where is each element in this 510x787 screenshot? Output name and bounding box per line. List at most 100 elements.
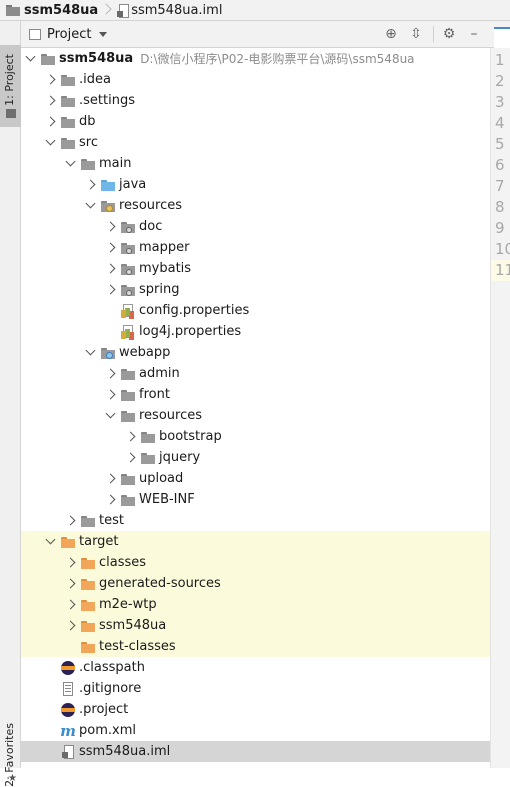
tree-item[interactable]: webapp [21, 342, 490, 363]
chevron-right-icon[interactable] [44, 111, 60, 132]
star-icon: ★ [8, 773, 17, 784]
chevron-right-icon[interactable] [64, 573, 80, 594]
tree-item[interactable]: admin [21, 363, 490, 384]
tree-item[interactable]: WEB-INF [21, 489, 490, 510]
view-selector-label: Project [47, 27, 92, 42]
chevron-down-icon[interactable] [84, 342, 100, 363]
tree-item[interactable]: mapper [21, 237, 490, 258]
breadcrumb-project[interactable]: ssm548ua [0, 0, 98, 21]
tree-item[interactable]: log4j.properties [21, 321, 490, 342]
tree-item[interactable]: jquery [21, 447, 490, 468]
tree-item[interactable]: .idea [21, 69, 490, 90]
tree-item-label: ssm548ua.iml [79, 744, 171, 759]
view-selector[interactable]: Project [29, 21, 108, 48]
tree-item[interactable]: db [21, 111, 490, 132]
chevron-right-icon[interactable] [104, 384, 120, 405]
chevron-down-icon[interactable] [104, 405, 120, 426]
excluded-folder-icon [60, 534, 76, 550]
hide-panel-icon[interactable]: – [470, 26, 478, 42]
chevron-right-icon[interactable] [64, 615, 80, 636]
chevron-right-icon[interactable] [124, 426, 140, 447]
line-number: 10 [495, 240, 510, 258]
tree-spacer [64, 636, 80, 657]
chevron-down-icon[interactable] [64, 153, 80, 174]
tree-item-label: java [119, 177, 147, 192]
tree-item-label: m2e-wtp [99, 597, 157, 612]
tree-item[interactable]: .classpath [21, 657, 490, 678]
chevron-down-icon[interactable] [84, 195, 100, 216]
tree-item-label: resources [139, 408, 203, 423]
tree-item-label: main [99, 156, 132, 171]
line-number: 1 [495, 51, 505, 69]
tree-item[interactable]: m2e-wtp [21, 594, 490, 615]
tree-item[interactable]: resources [21, 195, 490, 216]
folder-icon [80, 156, 96, 172]
tree-item[interactable]: config.properties [21, 300, 490, 321]
line-number: 7 [495, 177, 505, 195]
tree-spacer [104, 300, 120, 321]
chevron-right-icon[interactable] [44, 90, 60, 111]
folder-icon [60, 114, 76, 130]
chevron-right-icon[interactable] [44, 69, 60, 90]
tree-item[interactable]: .settings [21, 90, 490, 111]
project-tool-tab[interactable] [0, 45, 21, 127]
tree-spacer [44, 678, 60, 699]
chevron-down-icon[interactable] [44, 132, 60, 153]
tree-item[interactable]: test-classes [21, 636, 490, 657]
tree-item[interactable]: ssm548ua.iml [21, 741, 490, 762]
tree-item[interactable]: resources [21, 405, 490, 426]
gear-icon[interactable]: ⚙ [442, 26, 456, 42]
chevron-right-icon[interactable] [104, 216, 120, 237]
tree-item[interactable]: .gitignore [21, 678, 490, 699]
tree-item[interactable]: classes [21, 552, 490, 573]
tree-item-label: .idea [79, 72, 111, 87]
tree-item[interactable]: doc [21, 216, 490, 237]
chevron-right-icon[interactable] [104, 489, 120, 510]
tree-item[interactable]: main [21, 153, 490, 174]
editor-tab[interactable] [494, 27, 510, 48]
package-badge-icon [126, 247, 132, 254]
chevron-right-icon[interactable] [104, 363, 120, 384]
chevron-right-icon[interactable] [64, 510, 80, 531]
chevron-right-icon[interactable] [124, 447, 140, 468]
tree-item[interactable]: test [21, 510, 490, 531]
tree-spacer [44, 741, 60, 762]
tree-item[interactable]: upload [21, 468, 490, 489]
tree-item[interactable]: bootstrap [21, 426, 490, 447]
tree-spacer [44, 720, 60, 741]
tree-item[interactable]: front [21, 384, 490, 405]
tree-item[interactable]: mybatis [21, 258, 490, 279]
chevron-right-icon[interactable] [104, 258, 120, 279]
chevron-right-icon[interactable] [104, 468, 120, 489]
tree-item[interactable]: spring [21, 279, 490, 300]
chevron-right-icon[interactable] [64, 594, 80, 615]
chevron-down-icon[interactable] [44, 531, 60, 552]
tree-item-label: upload [139, 471, 184, 486]
chevron-down-icon[interactable] [24, 48, 40, 69]
folder-icon [40, 51, 56, 67]
chevron-right-icon[interactable] [104, 279, 120, 300]
breadcrumb-file[interactable]: ssm548ua.iml [113, 0, 222, 21]
collapse-all-icon[interactable]: ⇳ [410, 26, 422, 42]
tree-item[interactable]: target [21, 531, 490, 552]
tree-item-label: ssm548ua [59, 51, 134, 66]
locate-file-icon[interactable]: ⊕ [385, 26, 397, 42]
chevron-right-icon[interactable] [64, 552, 80, 573]
chevron-right-icon[interactable] [104, 237, 120, 258]
tree-item[interactable]: java [21, 174, 490, 195]
chevron-right-icon[interactable] [84, 174, 100, 195]
tree-item-label: pom.xml [79, 723, 136, 738]
folder-icon [120, 366, 136, 382]
tree-item[interactable]: ssm548ua [21, 615, 490, 636]
tree-item[interactable]: .project [21, 699, 490, 720]
tree-item[interactable]: generated-sources [21, 573, 490, 594]
tree-item-label: test [99, 513, 124, 528]
iml-file-icon [60, 744, 76, 760]
excluded-folder-icon [80, 597, 96, 613]
folder-icon [60, 135, 76, 151]
line-number: 6 [495, 156, 505, 174]
tree-item[interactable]: src [21, 132, 490, 153]
package-badge-icon [126, 268, 132, 275]
